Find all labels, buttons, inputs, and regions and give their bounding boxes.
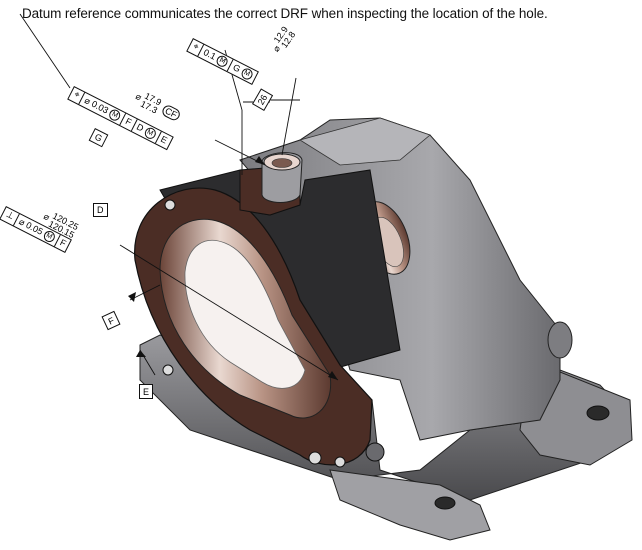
base-plate-front (329, 469, 491, 541)
flange-hole-5 (365, 442, 385, 462)
caption-text: Datum reference communicates the correct… (22, 6, 548, 21)
datum-e: E (139, 384, 153, 399)
side-boss (547, 321, 573, 359)
flange-hole-4 (334, 456, 346, 468)
mmc-modifier: M (142, 125, 158, 141)
mmc-modifier: M (239, 66, 255, 82)
mmc-modifier: M (41, 229, 57, 244)
mmc-modifier: M (214, 53, 230, 69)
tower-rib (299, 117, 431, 166)
leader-arrowhead (328, 371, 338, 380)
tolerance-value: 0.1 (201, 47, 218, 62)
bore-inner-edge (184, 239, 306, 389)
flange-hole-1 (164, 199, 176, 211)
base-hole-right (586, 405, 610, 421)
inspected-hole-inner (271, 158, 293, 168)
mmc-modifier: M (107, 107, 123, 123)
datum-triangle-e (136, 350, 146, 357)
datum-d: D (93, 203, 108, 217)
base-hole-front (434, 496, 456, 510)
dim-arrowhead (255, 156, 265, 165)
datum-triangle-f (128, 292, 136, 302)
flange-hole-2 (162, 364, 174, 376)
flange-hole-3 (308, 451, 322, 465)
